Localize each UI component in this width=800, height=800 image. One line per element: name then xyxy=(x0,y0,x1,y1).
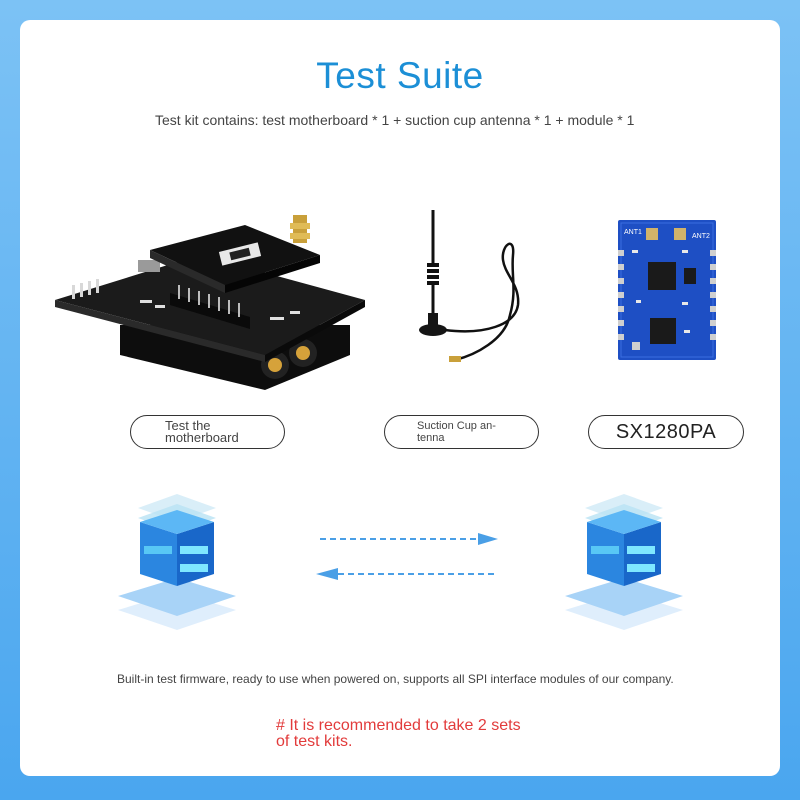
antenna-image xyxy=(419,210,520,362)
module-label: SX1280PA xyxy=(588,415,744,449)
firmware-description: Built-in test firmware, ready to use whe… xyxy=(117,672,674,686)
ant2-label: ANT2 xyxy=(692,233,710,240)
right-arrow-head xyxy=(478,533,498,545)
content-card xyxy=(20,20,780,776)
motherboard-image xyxy=(55,215,365,390)
kit-description: Test kit contains: test motherboard * 1 … xyxy=(155,112,635,128)
antenna-label: Suction Cup an-tenna xyxy=(384,415,539,449)
left-server-icon xyxy=(118,494,236,630)
right-server-icon xyxy=(565,494,683,630)
data-exchange-arrows xyxy=(316,533,498,580)
recommendation-note: # It is recommended to take 2 sets of te… xyxy=(276,717,521,750)
ant1-label: ANT1 xyxy=(624,229,642,236)
page-title: Test Suite xyxy=(316,55,484,96)
left-arrow-head xyxy=(316,568,338,580)
motherboard-label: Test the motherboard xyxy=(130,415,285,449)
module-image: ANT1 ANT2 xyxy=(618,220,716,360)
